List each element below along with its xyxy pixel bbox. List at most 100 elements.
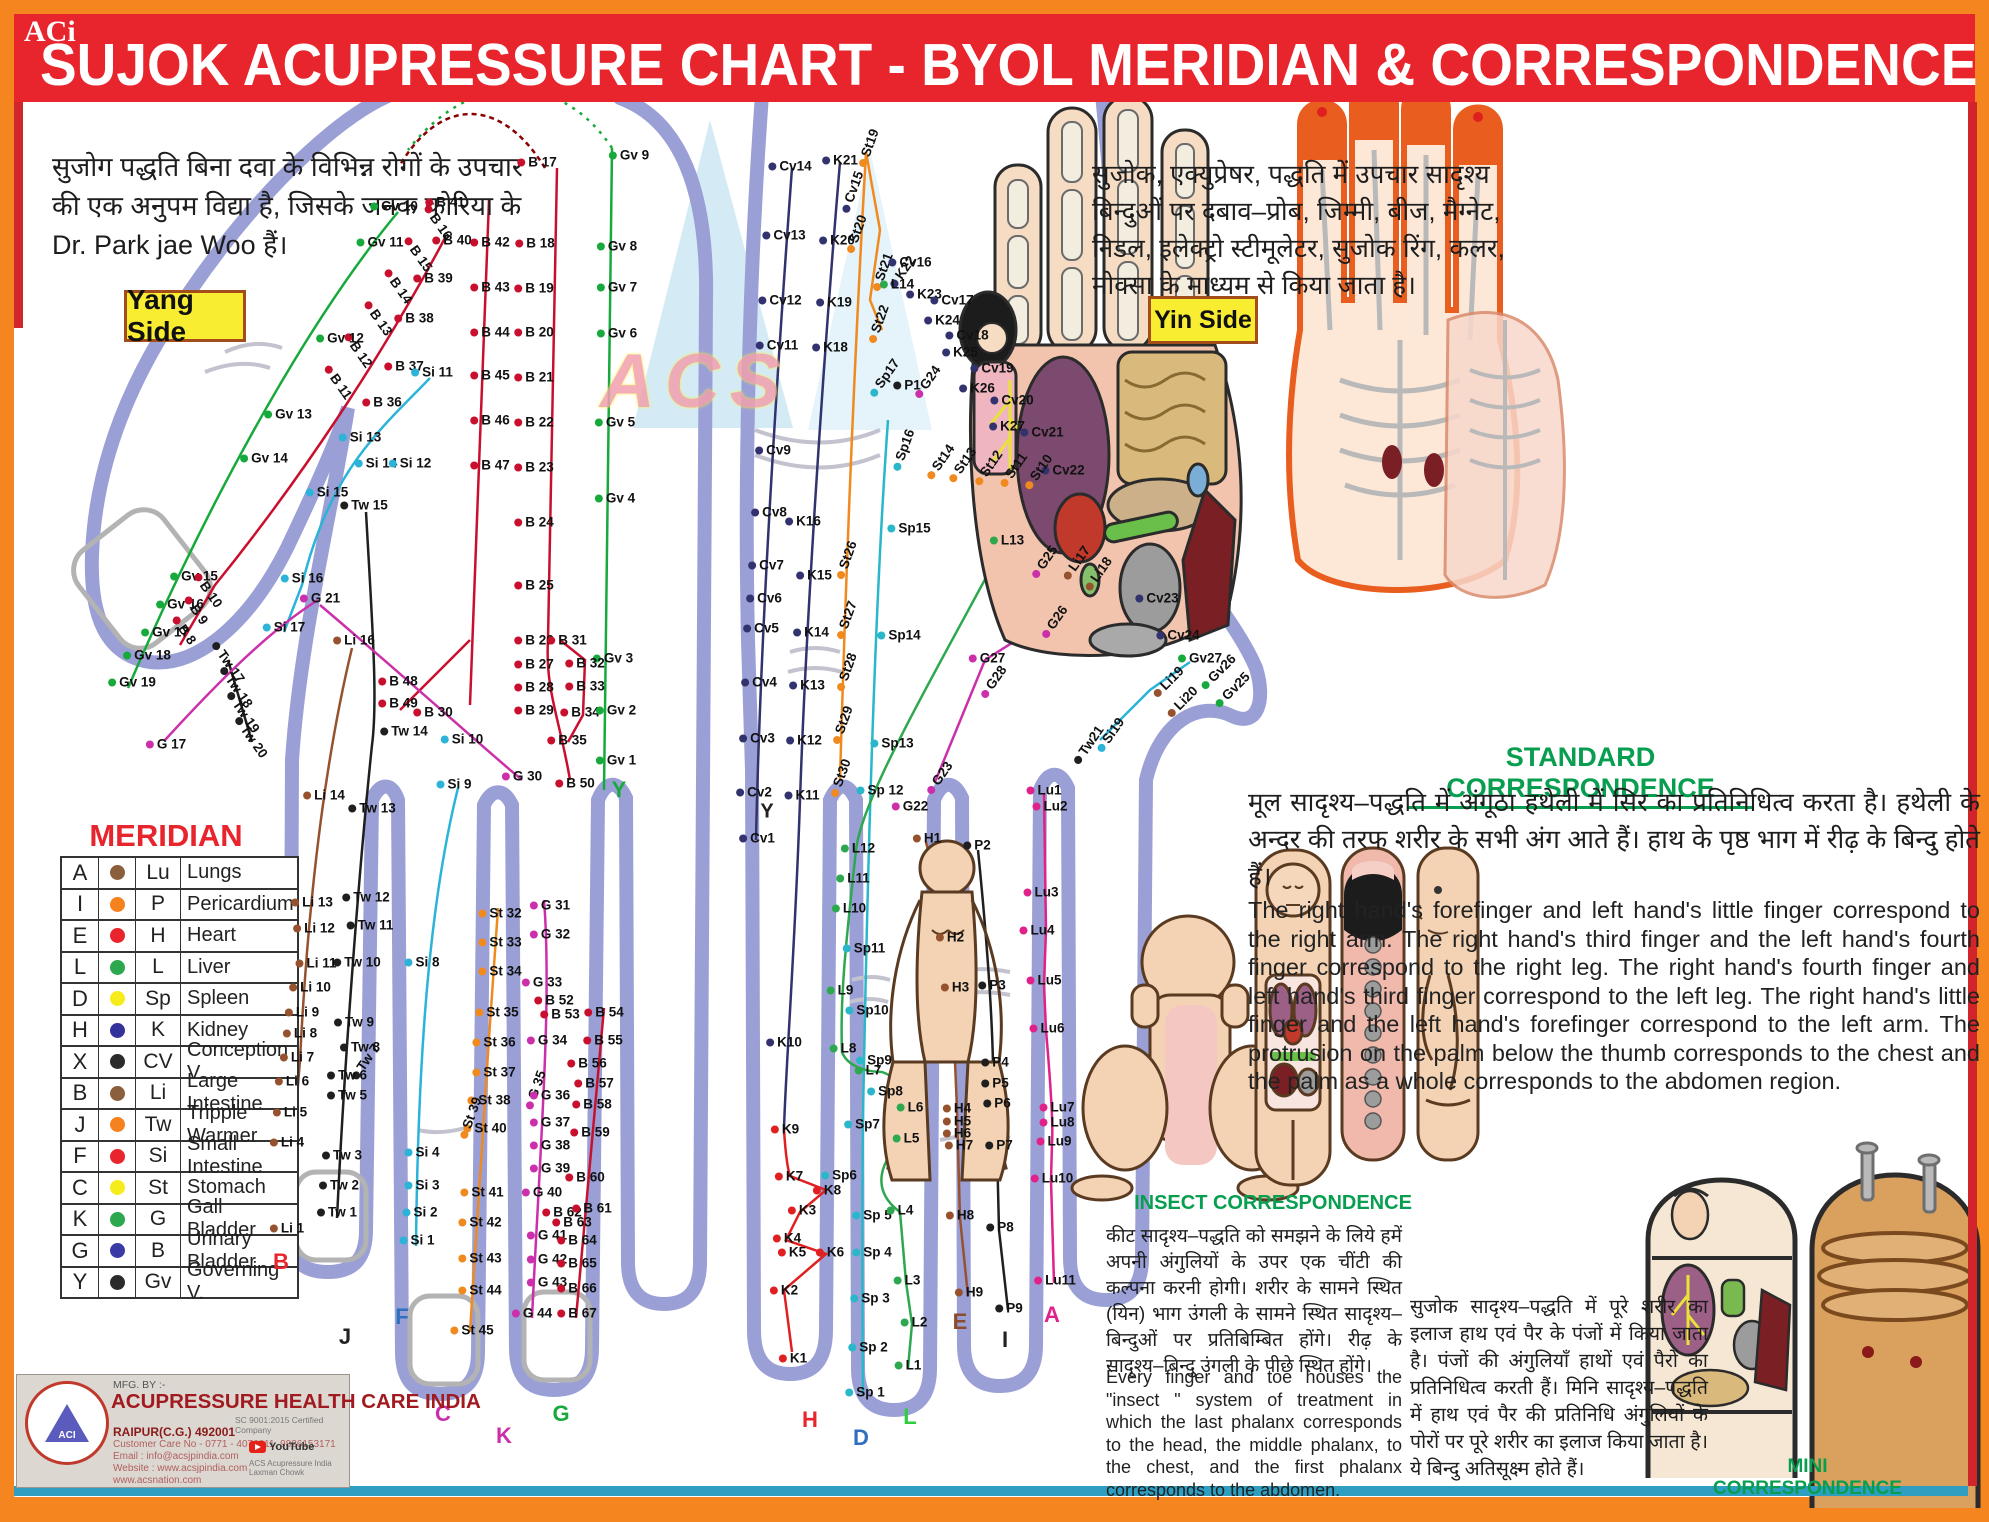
acupoint-dot (529, 1091, 538, 1099)
acupoint-dot (342, 893, 351, 901)
acupoint-label: L (903, 1404, 917, 1429)
acupoint-dot (463, 1124, 472, 1132)
acupoint-dot (478, 967, 487, 975)
acupoint-dot (440, 735, 449, 743)
acupoint-dot (402, 1208, 411, 1216)
acupoint-label: St 41 (460, 1185, 504, 1200)
acupoint-dot (592, 654, 601, 662)
acupoint-dot (892, 1134, 901, 1142)
acupoint-dot (942, 348, 951, 356)
acupoint-dot (945, 331, 954, 339)
acupoint-label: J (338, 1324, 352, 1349)
acupoint-dot (821, 1171, 830, 1179)
acupoint-dot (778, 1354, 787, 1362)
acupoint-dot (547, 736, 556, 744)
acupoint-label: B 54 (584, 1005, 624, 1020)
acupoint-label: Sp 4 (852, 1245, 892, 1260)
acupoint-label: G 34 (526, 1033, 567, 1048)
acupoint-label: Lu3 (1023, 885, 1059, 900)
insect-correspondence-heading: INSECT CORRESPONDENCE (1134, 1192, 1412, 1214)
acupoint-label: Cv16 (888, 255, 932, 270)
acupoint-label: P8 (986, 1220, 1014, 1235)
acupoint-label: L10 (831, 901, 866, 916)
acupoint-label: B 23 (514, 460, 554, 475)
acupoint-dot (1019, 926, 1028, 934)
acupoint-dot (333, 958, 342, 966)
standard-text-hindi: मूल सादृश्य–पद्धति में अंगूठा हथेली में … (1248, 787, 1980, 891)
acupoint-dot (594, 494, 603, 502)
acupoint-label: Tw 10 (333, 955, 381, 970)
acupoint-label: Lu4 (1019, 923, 1055, 938)
acupoint-dot (470, 461, 479, 469)
acupoint-dot (123, 651, 132, 659)
acupoint-label: Gv 11 (356, 235, 404, 250)
acupoint-label: Cv23 (1135, 591, 1179, 606)
acupoint-label: Sp11 (842, 941, 885, 956)
acupoint-label: H5 (942, 1114, 971, 1129)
acupoint-dot (333, 636, 342, 644)
acupoint-label: B 58 (572, 1097, 612, 1112)
acupoint-label: Cv7 (748, 558, 784, 573)
insect-text-hindi: कीट सादृश्य–पद्धति को समझने के लिये हमें… (1106, 1226, 1402, 1377)
acupoint-label: Si 17 (262, 620, 305, 635)
acupoint-dot (269, 1138, 278, 1146)
acupoint-label: B 24 (514, 515, 554, 530)
acupoint-label: Lu8 (1039, 1115, 1075, 1130)
acupoint-label: K11 (784, 788, 820, 803)
acupoint-dot (815, 1248, 824, 1256)
acupoint-label: Tw 2 (318, 1178, 359, 1193)
acupoint-label: St 34 (478, 964, 522, 979)
acupoint-dot (547, 636, 556, 644)
acupoint-dot (596, 242, 605, 250)
page-title: SUJOK ACUPRESSURE CHART - BYOL MERIDIAN … (40, 31, 1978, 99)
acupoint-dot (766, 1038, 775, 1046)
acupoint-dot (478, 909, 487, 917)
acupoint-dot (793, 628, 802, 636)
acupoint-label: Tw 12 (342, 890, 390, 905)
acupoint-dot (854, 1066, 863, 1074)
standard-text-english: The right hand's forefinger and left han… (1248, 897, 1980, 1094)
acupoint-dot (891, 802, 900, 810)
acupoint-label: Lu11 (1034, 1273, 1076, 1288)
acupoint-dot (240, 454, 249, 462)
acupoint-label: B 28 (514, 680, 554, 695)
acupoint-dot (514, 636, 523, 644)
acupoint-label: Sp7 (844, 1117, 880, 1132)
acupoint-label: Cv5 (743, 621, 779, 636)
acupoint-dot (1026, 786, 1035, 794)
acupoint-dot (596, 329, 605, 337)
acupoint-dot (404, 958, 413, 966)
acupoint-dot (1036, 1137, 1045, 1145)
acupoint-dot (560, 708, 569, 716)
acupoint-dot (305, 488, 314, 496)
acupoint-label: Li 6 (274, 1074, 309, 1089)
acupoint-label: B 31 (547, 633, 587, 648)
acupoint-label: B 27 (514, 657, 554, 672)
acupoint-label: Sp15 (887, 521, 931, 536)
acupoint-dot (1034, 1276, 1043, 1284)
acupoint-label: K7 (774, 1169, 803, 1184)
acupoint-dot (852, 1248, 861, 1256)
acupoint-label: Cv14 (768, 159, 812, 174)
acupoint-label: Li 1 (269, 1221, 304, 1236)
acupoint-dot (912, 834, 921, 842)
correspondence-figures (882, 839, 1480, 1202)
standard-correspondence-heading: STANDARD CORRESPONDENCE (1408, 742, 1753, 809)
intro-paragraph-right: सुजोक, एक्युप्रेषर, पद्धति में उपचार साद… (1092, 159, 1505, 300)
acupoint-label: B 42 (470, 235, 510, 250)
acupoint-label: B 67 (557, 1306, 597, 1321)
acupoint-dot (470, 416, 479, 424)
acupoint-label: Si 1 (399, 1233, 435, 1248)
acupoint-dot (751, 508, 760, 516)
acupoint-dot (894, 1361, 903, 1369)
acupoint-label: G 31 (529, 898, 570, 913)
acupoint-dot (596, 283, 605, 291)
acupoint-label: Gv 19 (108, 675, 156, 690)
acupoint-dot (542, 1208, 551, 1216)
acupoint-label: Gv 3 (592, 651, 633, 666)
